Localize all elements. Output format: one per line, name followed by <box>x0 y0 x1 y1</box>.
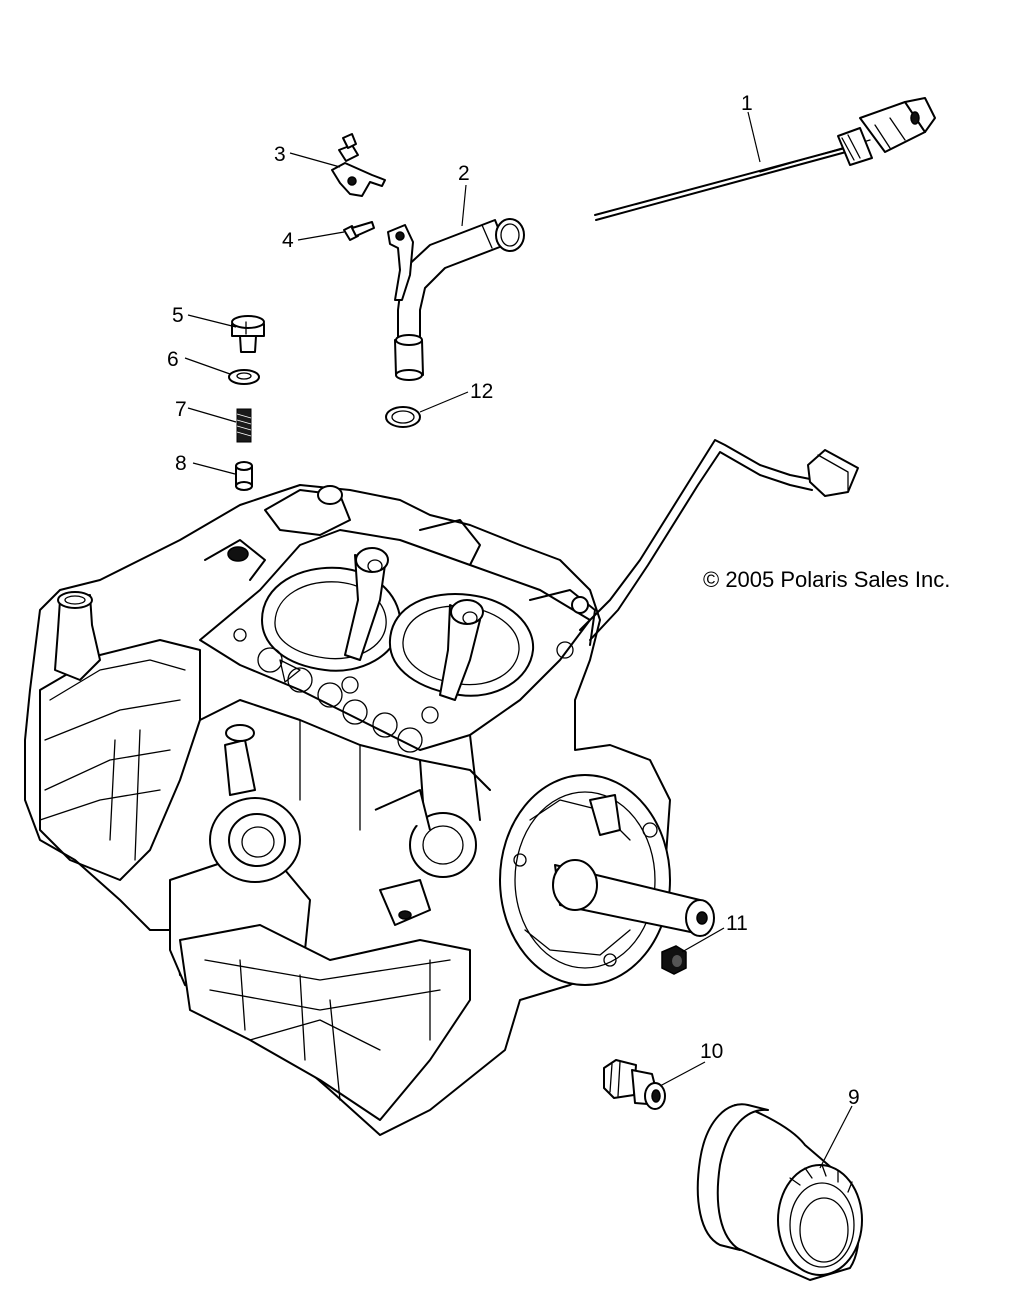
copyright-notice: © 2005 Polaris Sales Inc. <box>703 567 950 592</box>
part-spring <box>236 408 252 443</box>
callout-12: 12 <box>470 380 493 403</box>
callout-1: 1 <box>741 92 753 115</box>
leader-lines <box>184 111 853 1169</box>
part-oil-filter <box>696 1103 863 1281</box>
callout-8: 8 <box>175 452 187 475</box>
callout-5: 5 <box>172 304 184 327</box>
callout-4: 4 <box>282 229 294 252</box>
part-washer <box>228 369 260 385</box>
callout-7: 7 <box>175 398 187 421</box>
part-o-ring <box>385 406 421 428</box>
part-dowel-pin <box>235 461 253 491</box>
part-bolt <box>231 315 265 353</box>
part-plug <box>661 945 687 975</box>
part-filler-tube <box>387 218 525 381</box>
part-fitting <box>603 1059 666 1110</box>
part-dipstick <box>594 97 936 221</box>
part-screw <box>343 221 375 241</box>
part-bracket-clip <box>331 133 386 197</box>
breather-tube <box>579 439 859 641</box>
callout-3: 3 <box>274 143 286 166</box>
engine-crankcase <box>24 484 715 1136</box>
callout-2: 2 <box>458 162 470 185</box>
callout-6: 6 <box>167 348 179 371</box>
callout-9: 9 <box>848 1086 860 1109</box>
callout-10: 10 <box>700 1040 723 1063</box>
callout-11: 11 <box>726 912 748 935</box>
